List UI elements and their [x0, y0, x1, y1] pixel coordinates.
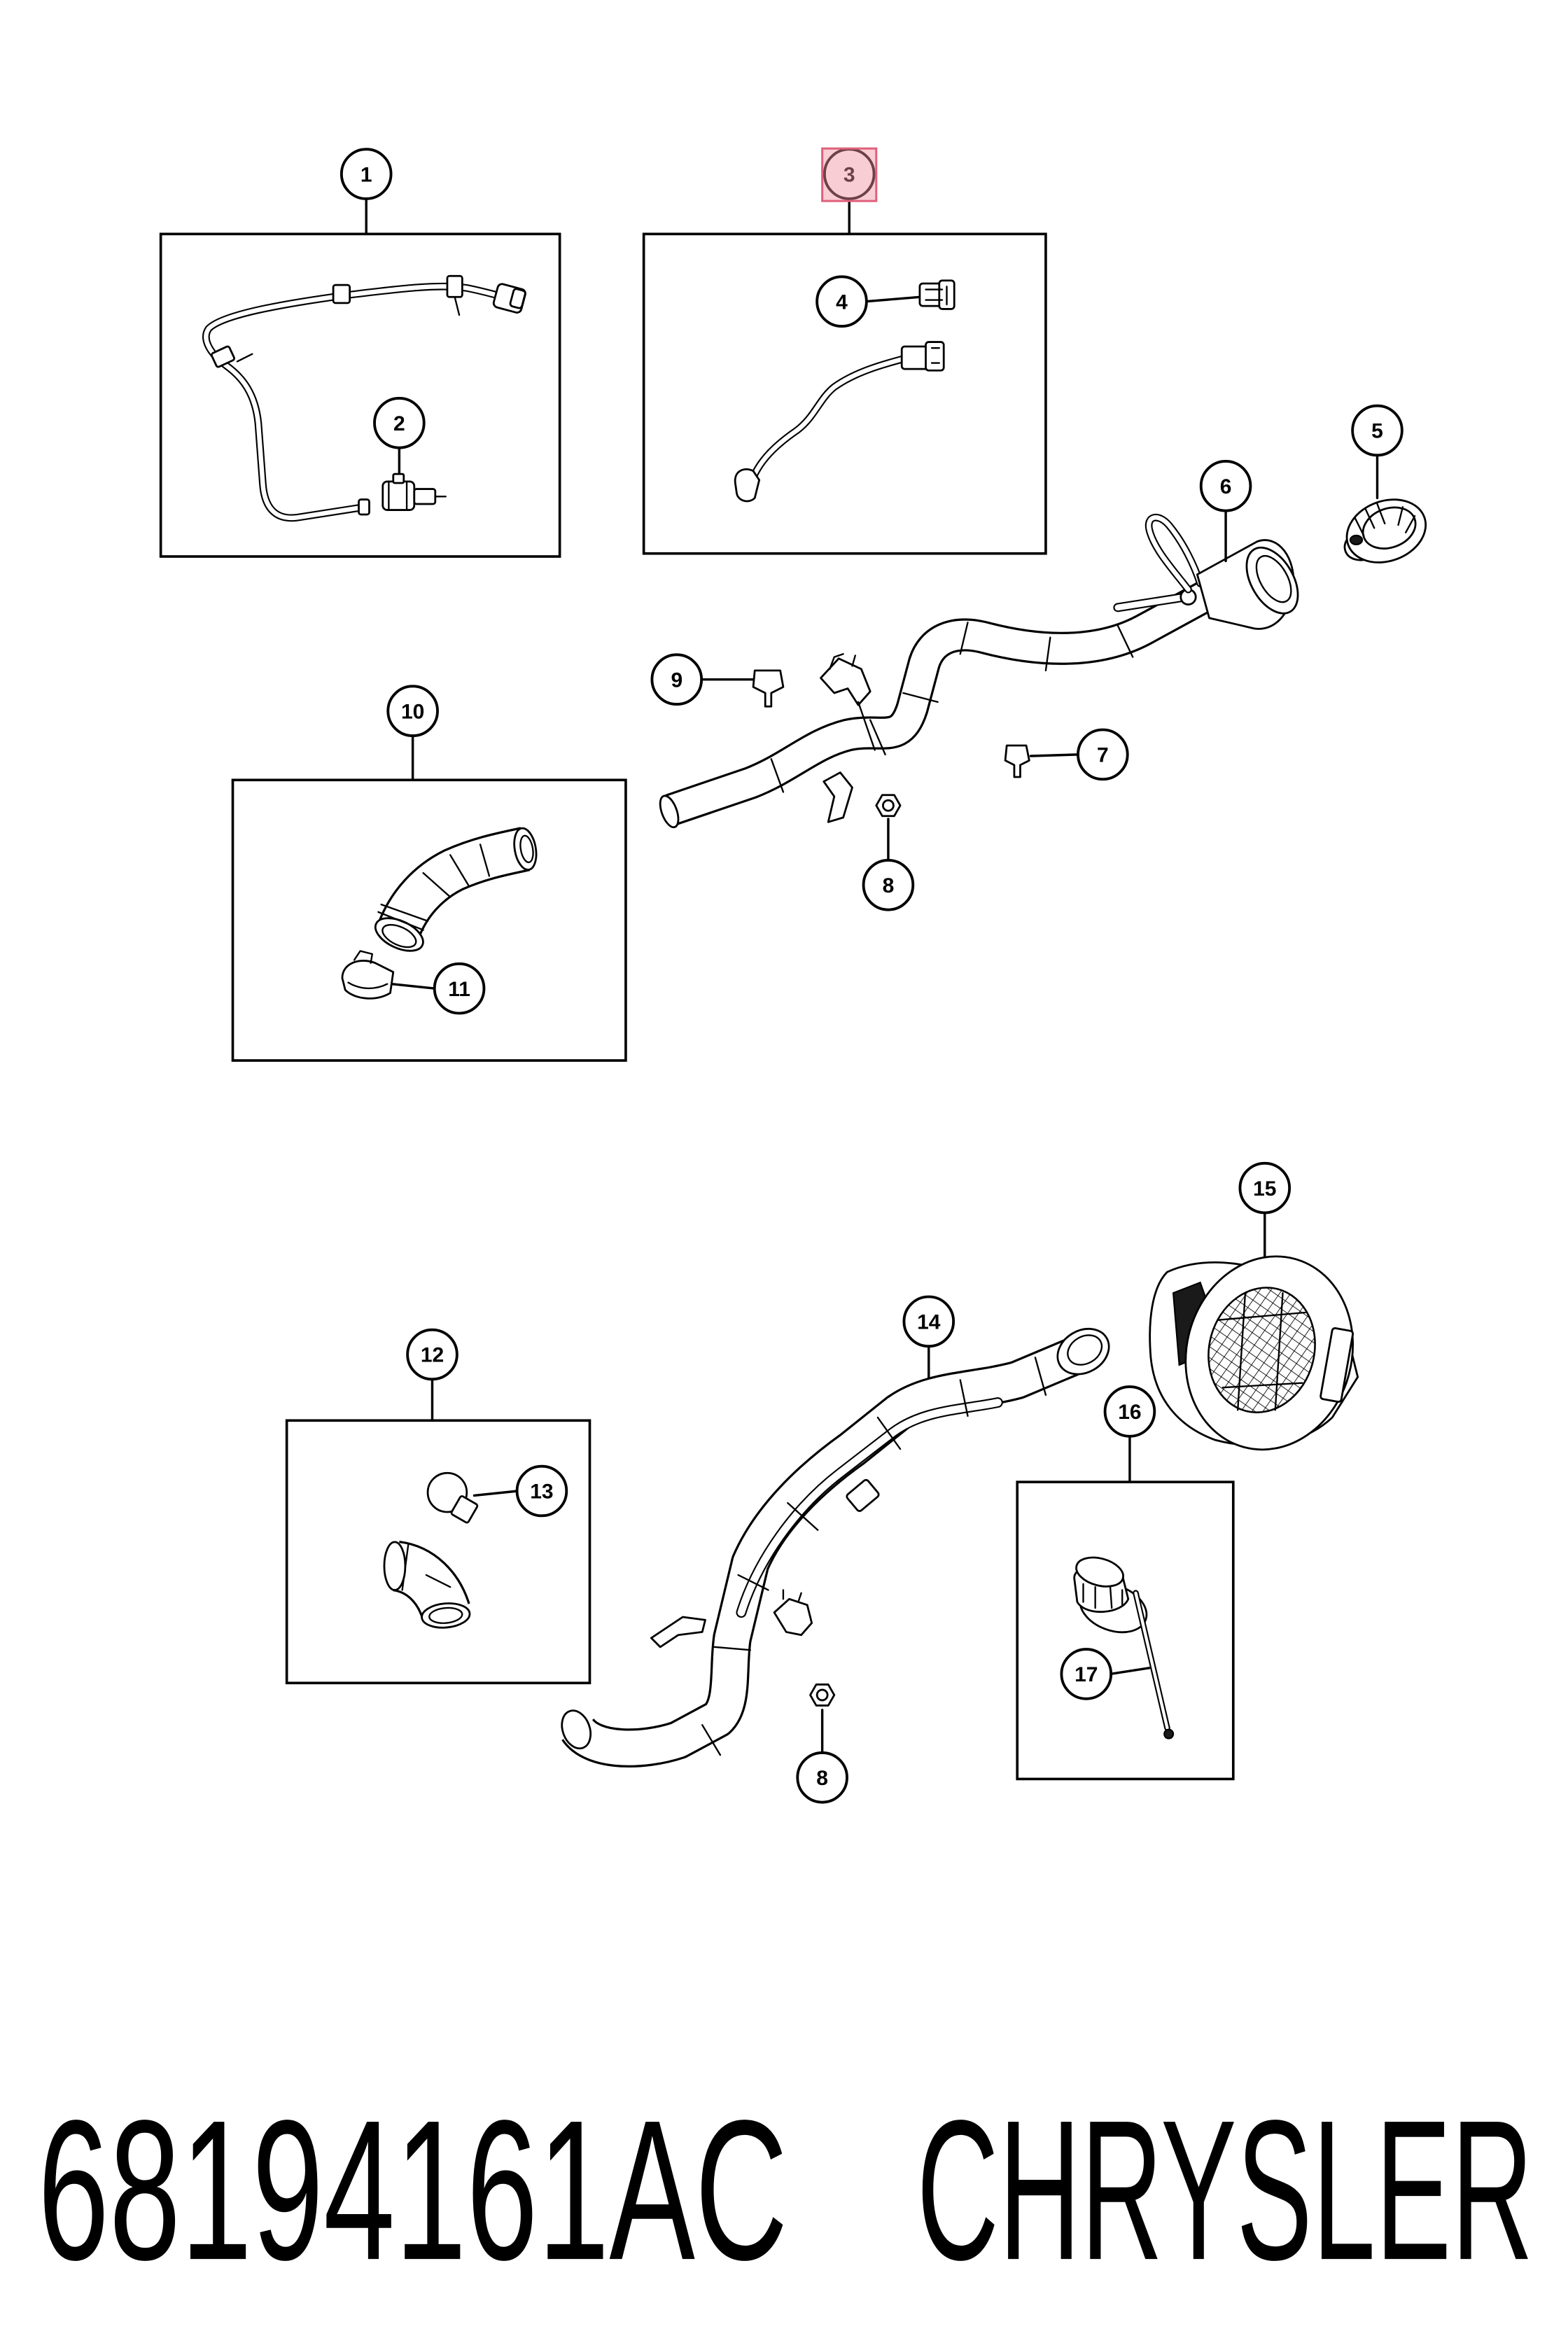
callout-12-label: 12 — [421, 1344, 444, 1367]
callout-8-upper[interactable]: 8 — [862, 859, 915, 911]
harness-clip — [332, 284, 351, 304]
callout-4[interactable]: 4 — [816, 275, 868, 328]
callout-10-label: 10 — [401, 700, 424, 723]
callout-6-label: 6 — [1220, 475, 1232, 498]
callout-14-label: 14 — [917, 1311, 941, 1334]
inset-box-1 — [159, 232, 561, 558]
harness-clip — [446, 274, 463, 298]
elbow-hose-part-12 — [384, 1542, 471, 1630]
callout-2-label: 2 — [393, 412, 405, 435]
callout-8-upper-label: 8 — [883, 874, 895, 897]
clip-part-9 — [752, 669, 785, 708]
leader-line-11 — [390, 983, 437, 990]
callout-1-label: 1 — [360, 163, 372, 186]
callout-5-label: 5 — [1371, 420, 1383, 443]
nut-part-8-lower — [809, 1684, 836, 1707]
group-box-10 — [231, 734, 627, 1062]
callout-8-lower-label: 8 — [816, 1767, 828, 1790]
brand-text: CHRYSLER — [917, 2079, 1534, 2302]
connector-part-4 — [918, 279, 955, 310]
tube-clip — [773, 1597, 813, 1637]
callout-3-label: 3 — [844, 163, 855, 186]
tube-bracket-lower — [822, 771, 853, 823]
sensor-part-2 — [382, 472, 447, 511]
harness-connector-tip — [925, 341, 945, 372]
callout-15-label: 15 — [1253, 1177, 1276, 1200]
inset-box-16 — [1016, 1480, 1235, 1781]
tube-side-bracket — [846, 1478, 880, 1512]
filler-tube-part-14 — [557, 1327, 1110, 1755]
callout-7[interactable]: 7 — [1077, 728, 1129, 781]
callout-7-label: 7 — [1097, 744, 1109, 767]
group-box-3 — [642, 197, 1047, 555]
wire-harness-part-1 — [206, 274, 526, 518]
leader-line-7 — [1029, 753, 1080, 757]
callout-14[interactable]: 14 — [902, 1295, 955, 1348]
callout-16-label: 16 — [1118, 1401, 1141, 1424]
callout-5[interactable]: 5 — [1351, 404, 1404, 457]
callout-6[interactable]: 6 — [1199, 459, 1252, 512]
filler-neck-opening — [1245, 546, 1299, 615]
callout-9-label: 9 — [671, 668, 682, 692]
wire-harness-part-3 — [734, 341, 945, 503]
callout-16[interactable]: 16 — [1103, 1385, 1156, 1438]
clamp-part-13 — [426, 1471, 479, 1524]
harness-clip — [210, 345, 235, 368]
callout-3-highlight[interactable] — [821, 147, 878, 202]
leader-line-17 — [1109, 1667, 1151, 1676]
tube-opening-upper — [1056, 1327, 1110, 1376]
callout-10[interactable]: 10 — [386, 685, 439, 737]
harness-branch — [236, 296, 461, 363]
inset-box-12 — [285, 1419, 592, 1685]
inset-box-10 — [231, 778, 627, 1062]
fuel-door-part-15 — [1149, 1255, 1359, 1451]
tube-bracket-upper — [820, 653, 876, 751]
fuel-cap-part-16 — [1073, 1556, 1148, 1634]
callout-11-label: 11 — [448, 978, 470, 1001]
callout-1[interactable]: 1 — [340, 148, 393, 200]
harness-elbow-connector — [734, 468, 761, 503]
leader-line-13 — [472, 1490, 519, 1497]
clamp-part-11 — [341, 950, 395, 1000]
callout-11[interactable]: 11 — [433, 962, 486, 1015]
callout-8-lower[interactable]: 8 — [796, 1751, 848, 1804]
nut-part-8-upper — [875, 794, 902, 818]
callout-15[interactable]: 15 — [1238, 1161, 1292, 1214]
callout-12[interactable]: 12 — [406, 1328, 458, 1381]
callout-13-label: 13 — [530, 1480, 553, 1504]
callout-4-label: 4 — [836, 290, 848, 314]
harness-connector — [900, 345, 930, 370]
callout-13[interactable]: 13 — [515, 1464, 568, 1518]
inset-box-3 — [642, 232, 1047, 555]
fuel-cap-part-5 — [1343, 453, 1427, 564]
callout-2[interactable]: 2 — [373, 396, 426, 449]
callout-17[interactable]: 17 — [1060, 1648, 1113, 1700]
hose-part-10 — [374, 827, 539, 958]
tube-bracket-left — [650, 1616, 706, 1648]
callout-17-label: 17 — [1074, 1663, 1098, 1686]
leader-line-4 — [864, 295, 921, 303]
harness-connector-tip — [509, 288, 526, 309]
filler-tube-part-6 — [657, 517, 1299, 829]
callout-9[interactable]: 9 — [650, 653, 704, 706]
clip-part-7 — [1004, 744, 1030, 778]
group-box-1 — [159, 197, 561, 558]
part-number-text: 68194161AC — [38, 2079, 788, 2302]
harness-end — [358, 498, 370, 516]
group-box-16 — [1016, 1434, 1235, 1781]
tether-part-17 — [1136, 1593, 1175, 1740]
group-box-12 — [285, 1377, 592, 1685]
tube-opening-lower — [561, 1709, 592, 1750]
